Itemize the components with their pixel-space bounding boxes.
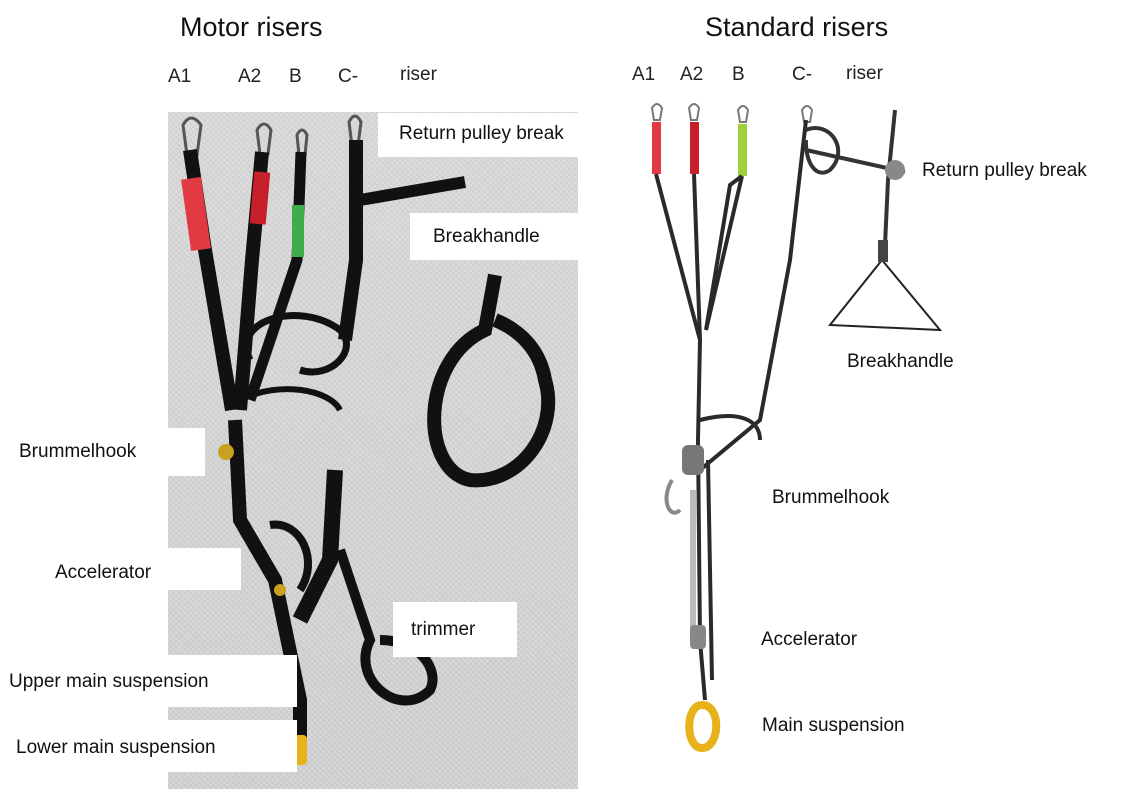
standard-webbing bbox=[656, 120, 806, 700]
standard-accelerator-hardware bbox=[690, 625, 706, 649]
standard-riser-label-a1: A1 bbox=[632, 64, 655, 86]
standard-top-links bbox=[652, 104, 812, 122]
standard-label-accelerator: Accelerator bbox=[761, 629, 857, 651]
standard-label-brummelhook: Brummelhook bbox=[772, 487, 889, 509]
standard-riser-label-riser: riser bbox=[846, 63, 883, 85]
standard-brakehandle bbox=[830, 260, 940, 330]
standard-a1-marker bbox=[652, 122, 661, 174]
standard-a2-marker bbox=[690, 122, 699, 174]
standard-riser-label-c: C- bbox=[792, 64, 812, 86]
standard-label-breakhandle: Breakhandle bbox=[847, 351, 954, 373]
standard-riser-label-b: B bbox=[732, 64, 745, 86]
standard-risers-title: Standard risers bbox=[705, 12, 888, 43]
standard-riser-label-a2: A2 bbox=[680, 64, 703, 86]
standard-main-shackle bbox=[689, 705, 716, 748]
standard-label-main: Main suspension bbox=[762, 715, 905, 737]
standard-b-marker bbox=[738, 124, 747, 176]
standard-label-return-pulley: Return pulley break bbox=[922, 160, 1087, 182]
standard-return-pulley bbox=[806, 110, 905, 245]
